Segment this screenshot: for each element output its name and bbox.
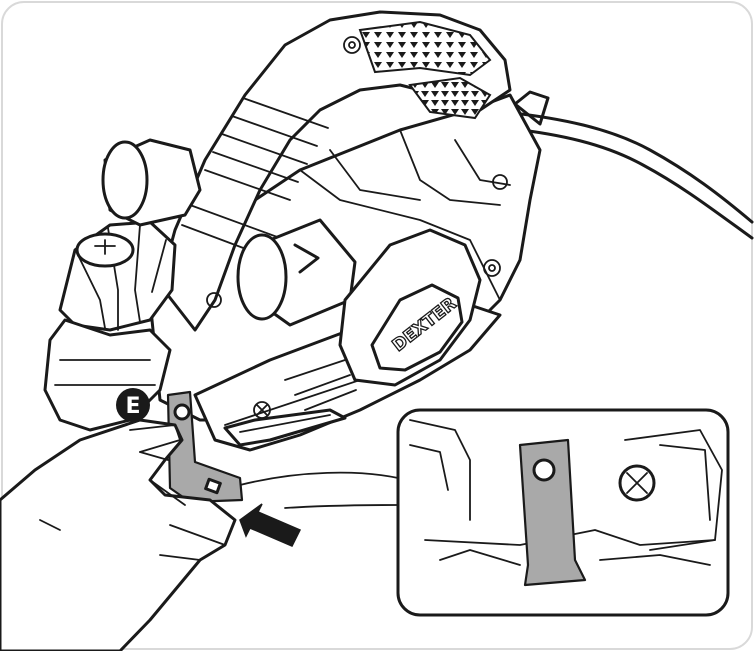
hand (0, 418, 237, 651)
blade-gauge-tool (166, 390, 244, 504)
planer-handle (158, 10, 512, 332)
chip-ejection-port (236, 218, 357, 327)
arrow-right-icon (239, 503, 302, 547)
side-cover: DEXTER (253, 228, 482, 419)
trigger-grip-texture (408, 76, 492, 120)
rear-grip-texture (358, 20, 492, 77)
power-cord (503, 90, 754, 240)
detail-magnified-view (239, 408, 730, 617)
callout-label: E (125, 394, 140, 419)
dust-port-left (101, 138, 202, 227)
callout-circle-icon: E (116, 388, 150, 422)
